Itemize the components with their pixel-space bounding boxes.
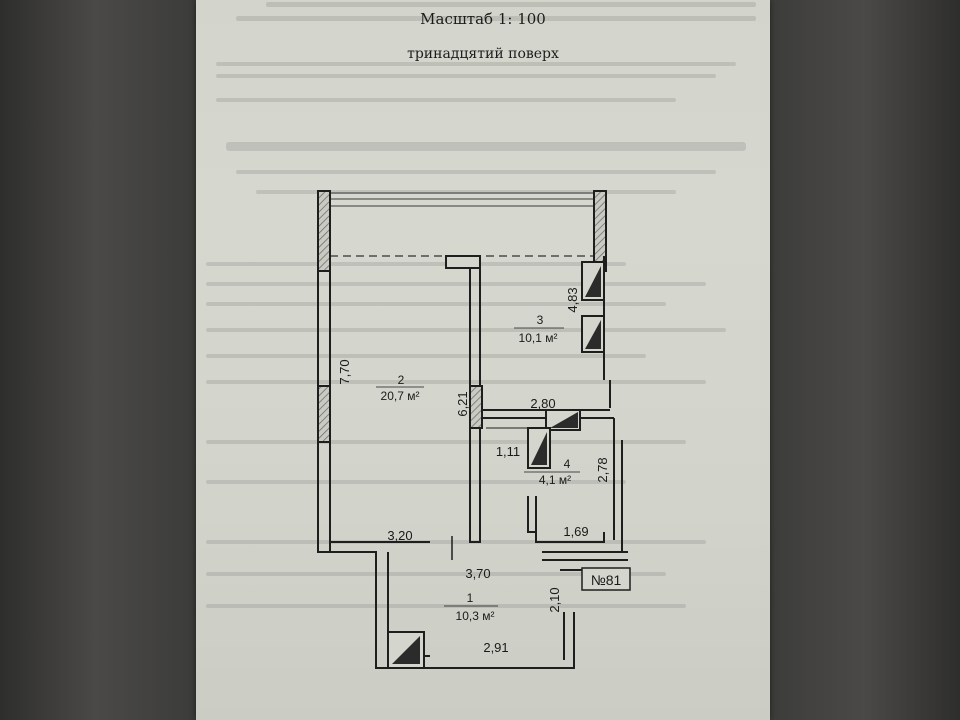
- room-area: 20,7 м²: [381, 389, 420, 403]
- exterior-walls: [317, 190, 607, 553]
- dimension-room4-height: 2,78: [595, 457, 610, 482]
- dimension-room2-height: 7,70: [337, 359, 352, 384]
- dimension-room1-top-width: 3,70: [465, 566, 490, 581]
- dimension-room1-bottom-width: 2,91: [483, 640, 508, 655]
- room-labels: 2 20,7 м² 3 10,1 м² 4 4,1 м² 1 10,3 м²: [376, 313, 580, 623]
- utility-shafts: [387, 261, 605, 669]
- dimension-room3-height: 4,83: [565, 287, 580, 312]
- apartment-number: №81: [591, 572, 622, 588]
- scale-label: Масштаб 1: 100: [420, 10, 546, 28]
- room-area: 10,1 м²: [519, 331, 558, 345]
- dimension-room4-bottom-width: 1,69: [563, 524, 588, 539]
- apartment-number-box: №81: [581, 567, 631, 591]
- apartment-walls: [318, 255, 628, 669]
- room-number: 3: [537, 313, 544, 327]
- floor-label: тринадцятий поверх: [407, 46, 559, 62]
- dimension-labels: 7,70 6,21 4,83 3,20 3,70 2,91 2,10 2,80 …: [337, 287, 610, 655]
- dimension-room4-door-width: 1,11: [496, 444, 520, 459]
- dimension-partition-height: 6,21: [455, 391, 470, 416]
- room-area: 4,1 м²: [539, 473, 571, 487]
- room-number: 1: [467, 591, 474, 605]
- room-area: 10,3 м²: [456, 609, 495, 623]
- paper-sheet: [196, 0, 770, 720]
- balcony: [330, 192, 600, 257]
- dimension-room1-right-height: 2,10: [547, 587, 562, 612]
- dimension-corridor-width: 3,20: [387, 528, 412, 543]
- room-number: 2: [398, 373, 405, 387]
- room-number: 4: [564, 457, 571, 471]
- dimension-room4-top-width: 2,80: [530, 396, 555, 411]
